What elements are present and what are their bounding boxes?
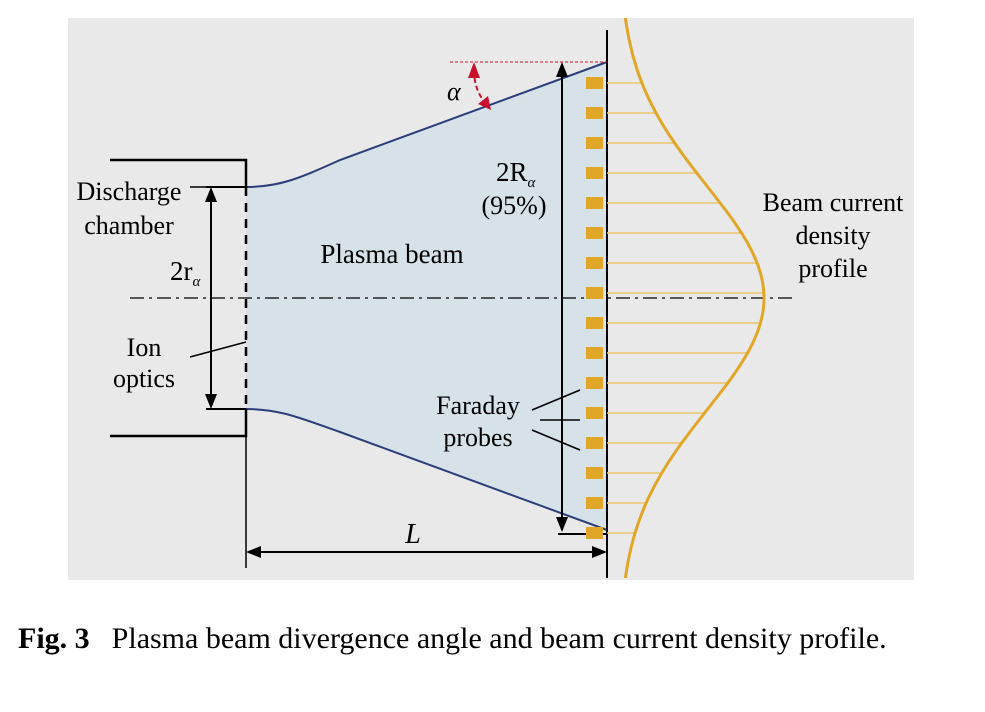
faraday-probe-array (586, 77, 603, 539)
inner-diameter-arrow (205, 187, 217, 409)
profile-label-line3: profile (798, 254, 867, 283)
inner-diameter-label: 2rα (170, 256, 202, 290)
length-label: L (404, 519, 421, 550)
faraday-probe (586, 347, 603, 359)
outer-diameter-arrow (556, 62, 568, 532)
faraday-leader-3 (531, 429, 581, 451)
beam-upper-edge (245, 61, 608, 188)
profile-label-line2: density (795, 221, 870, 250)
profile-lines (607, 82, 764, 534)
faraday-probe (586, 287, 603, 299)
faraday-probe (586, 197, 603, 209)
faraday-probe (586, 167, 603, 179)
faraday-probe (586, 257, 603, 269)
angle-arrow (468, 62, 491, 110)
figure-caption: Fig. 3 Plasma beam divergence angle and b… (18, 618, 968, 660)
discharge-chamber-label-line1: Discharge (77, 177, 182, 206)
profile-label-line1: Beam current (763, 188, 905, 217)
faraday-probe (586, 467, 603, 479)
discharge-chamber-label-line2: chamber (84, 211, 174, 240)
beam-lower-edge (245, 408, 608, 531)
faraday-probe (586, 377, 603, 389)
faraday-probe (586, 317, 603, 329)
faraday-probe (586, 107, 603, 119)
faraday-probe (586, 527, 603, 539)
ion-optics-label-line2: optics (113, 364, 175, 393)
caption-number: Fig. 3 (18, 622, 90, 655)
ion-optics-leader (189, 341, 247, 358)
faraday-probe (586, 437, 603, 449)
faraday-probes-label-line2: probes (443, 423, 512, 452)
faraday-probe (586, 407, 603, 419)
faraday-probe (586, 77, 603, 89)
faraday-probe (586, 137, 603, 149)
faraday-probe (586, 227, 603, 239)
ion-optics-label-line1: Ion (127, 333, 162, 362)
beam-current-density-curve (623, 17, 766, 579)
caption-text: Plasma beam divergence angle and beam cu… (111, 622, 887, 655)
faraday-probes-label-line1: Faraday (436, 391, 520, 420)
beam-divergence-diagram: Discharge chamber 2rα Ion optics Plasma … (68, 17, 914, 580)
plasma-beam-label: Plasma beam (320, 239, 463, 269)
faraday-probe (586, 497, 603, 509)
outer-diameter-label: 2Rα (496, 157, 537, 191)
outer-diameter-note: (95%) (482, 191, 547, 220)
faraday-leader-1 (531, 389, 581, 411)
discharge-chamber-upper-wall (110, 158, 248, 187)
plasma-beam-region (246, 62, 607, 530)
angle-label: α (447, 77, 462, 106)
length-arrow (246, 546, 607, 558)
